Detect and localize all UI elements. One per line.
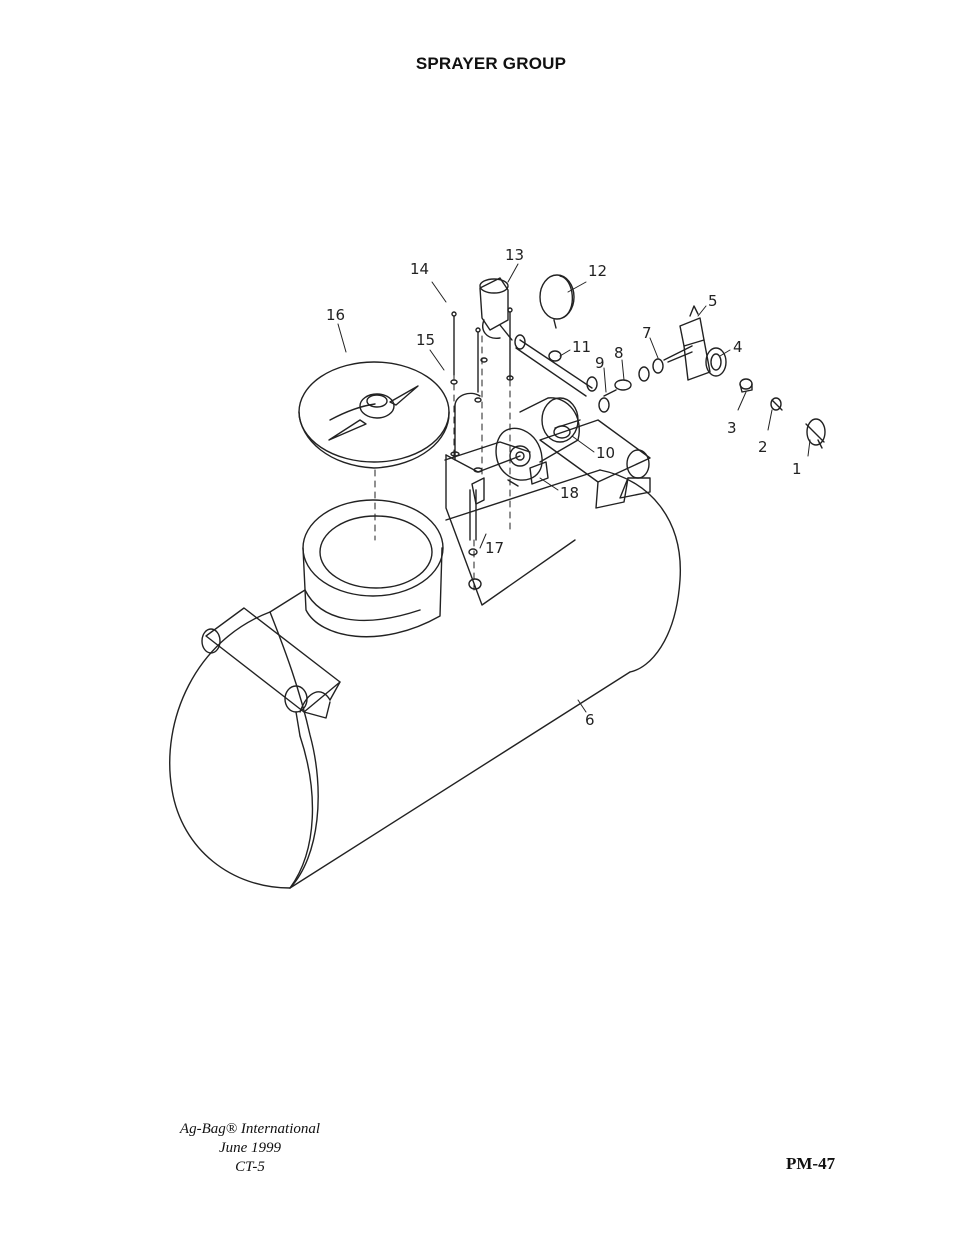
assembly-lines [374, 313, 511, 591]
footer-imprint: Ag-Bag® International June 1999 CT-5 [170, 1120, 330, 1177]
fill-opening [302, 499, 444, 638]
callout-8: 8 [614, 344, 624, 362]
callout-10: 10 [596, 444, 615, 462]
callout-6: 6 [585, 711, 595, 729]
tank-body [169, 469, 681, 889]
callout-16: 16 [326, 306, 345, 324]
callout-labels: 1 2 3 4 5 6 7 8 9 10 11 12 13 14 15 16 1… [326, 246, 802, 729]
callout-4: 4 [733, 338, 743, 356]
pressure-gauge [539, 274, 575, 329]
leader-lines [337, 263, 811, 713]
callout-3: 3 [727, 419, 737, 437]
callout-2: 2 [758, 438, 768, 456]
callout-5: 5 [708, 292, 718, 310]
callout-18: 18 [560, 484, 579, 502]
plumbing-line [514, 334, 693, 413]
nozzle-parts [739, 378, 826, 449]
footer-code: CT-5 [235, 1159, 265, 1175]
callout-14: 14 [410, 260, 429, 278]
page-title: SPRAYER GROUP [415, 54, 567, 73]
tank-lid [298, 361, 450, 469]
callout-11: 11 [572, 338, 591, 356]
callout-17: 17 [485, 539, 504, 557]
page-number: PM-47 [786, 1154, 836, 1173]
filter-body [479, 277, 513, 341]
callout-1: 1 [792, 460, 802, 478]
support-rod [468, 477, 485, 590]
pump-assembly [495, 397, 581, 487]
footer-date: June 1999 [218, 1140, 282, 1156]
callout-7: 7 [642, 324, 652, 342]
valve-manifold [679, 305, 727, 381]
footer-company: Ag-Bag® International [179, 1121, 321, 1137]
pump-mount-area [444, 392, 576, 606]
callout-13: 13 [505, 246, 524, 264]
rear-saddle [539, 419, 651, 509]
callout-9: 9 [595, 354, 605, 372]
callout-15: 15 [416, 331, 435, 349]
front-saddle [201, 607, 341, 737]
callout-12: 12 [588, 262, 607, 280]
